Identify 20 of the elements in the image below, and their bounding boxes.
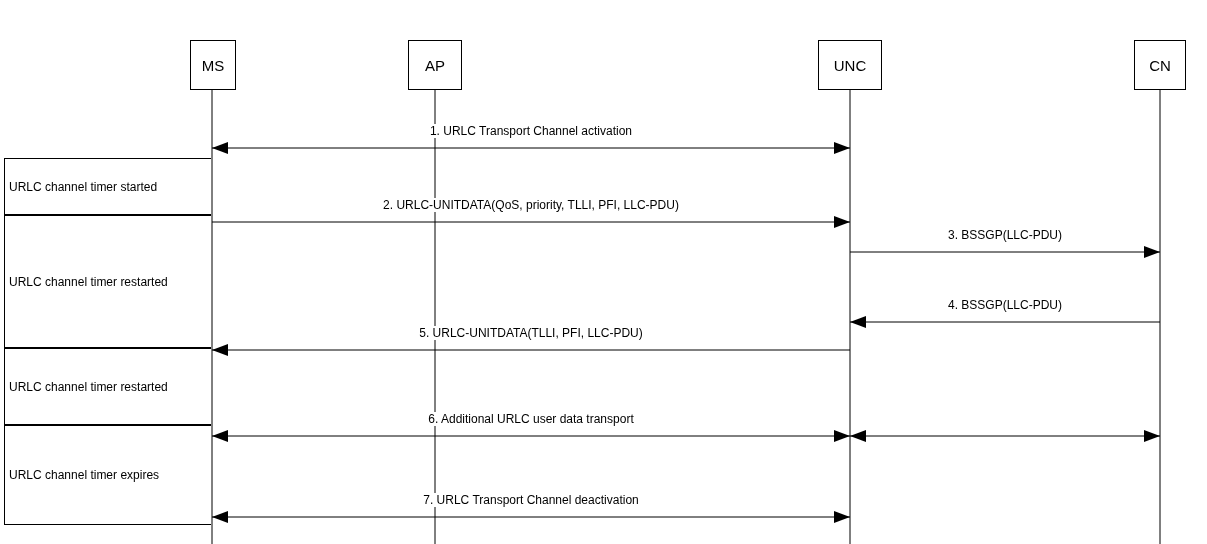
message-label: 4. BSSGP(LLC-PDU) [945,298,1065,312]
message-arrow [211,511,851,523]
message-label: 6. Additional URLC user data transport [425,412,637,426]
participant-box: UNC [818,40,882,90]
message-arrow [849,430,1161,442]
message-arrow [849,316,1161,328]
message-arrow [211,216,851,228]
message-arrow [849,246,1161,258]
timer-box: URLC channel timer restarted [4,215,211,348]
timer-box: URLC channel timer expires [4,425,211,525]
participant-box: MS [190,40,236,90]
participant-box: AP [408,40,462,90]
timer-box: URLC channel timer started [4,158,211,215]
timer-box: URLC channel timer restarted [4,348,211,425]
message-arrow [211,344,851,356]
message-label: 3. BSSGP(LLC-PDU) [945,228,1065,242]
message-label: 2. URLC-UNITDATA(QoS, priority, TLLI, PFI, LLC-PDU) [380,198,682,212]
participant-box: CN [1134,40,1186,90]
message-arrow [211,430,851,442]
message-arrow [211,142,851,154]
